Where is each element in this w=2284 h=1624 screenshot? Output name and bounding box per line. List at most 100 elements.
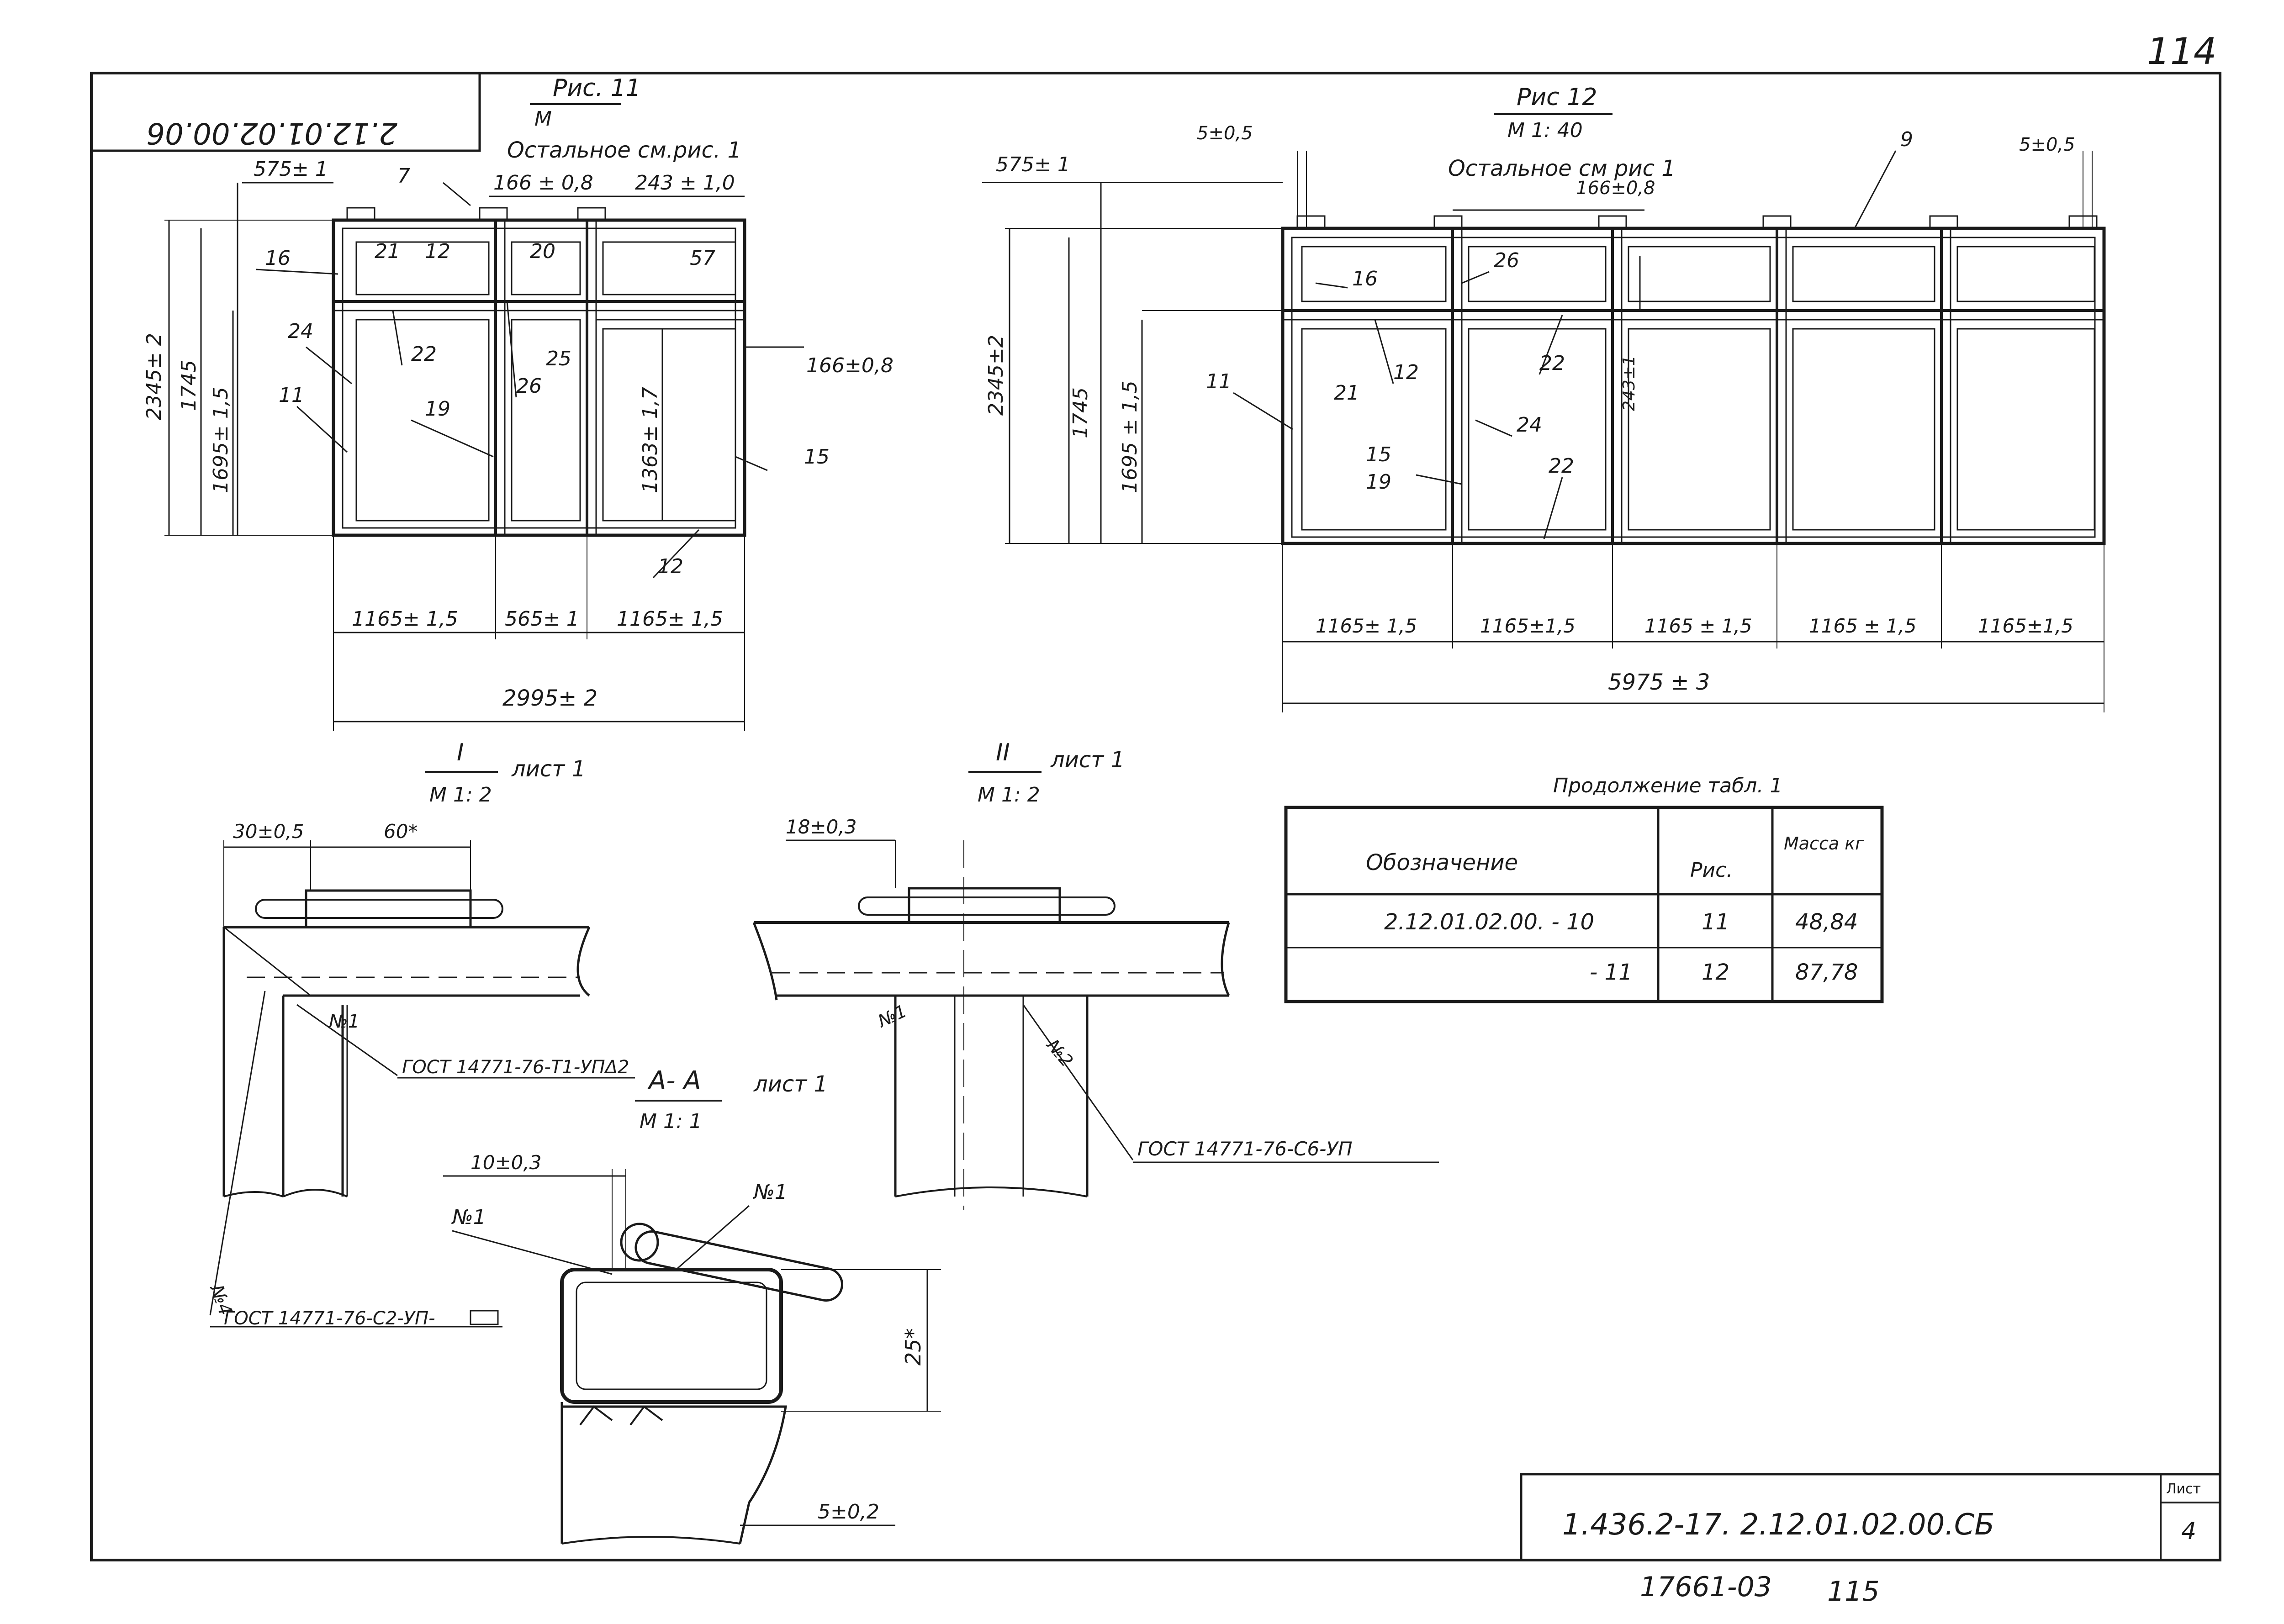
detail-I-leaders	[209, 991, 635, 1328]
detail-II-leaders	[1022, 1004, 1439, 1163]
detail-II-sheet-ref: лист 1	[1050, 747, 1125, 773]
section-AA-dim-c: 5±0,2	[818, 1500, 879, 1524]
fig11-callout: 12	[425, 240, 450, 263]
table-row-0-fig: 11	[1702, 909, 1729, 935]
section-AA-leaders	[452, 1205, 750, 1275]
list-label: Лист	[2166, 1481, 2201, 1497]
table-row-1-designation: - 11	[1590, 960, 1633, 985]
fig11-scale: М	[534, 107, 552, 131]
fig11-callouts: 7 16 21 12 20 57 24 22 25 26 19 11 15 12	[255, 164, 830, 579]
fig12-dim-tol-right: 5±0,5	[2019, 134, 2075, 155]
table-caption: Продолжение табл. 1	[1553, 774, 1782, 797]
fig11-callout: 16	[265, 247, 291, 270]
fig11-dim-w2: 565± 1	[505, 607, 579, 631]
section-AA-dim-a: 10±0,3	[471, 1151, 541, 1174]
fig11-dim-w3: 1165± 1,5	[617, 607, 723, 631]
fig11-dim-total: 2995± 2	[502, 685, 597, 711]
stamp-code-rotated: 2.12.01.02.00.06	[146, 116, 397, 150]
fig12-drawing	[982, 151, 2106, 712]
detail-II-title: II	[996, 739, 1010, 766]
section-AA-scale: М 1: 1	[640, 1110, 702, 1133]
doc-code: 1.436.2-17. 2.12.01.02.00.СБ	[1562, 1508, 1994, 1542]
fig12-callout: 21	[1334, 381, 1359, 405]
detail-I-gost-2: ГОСТ 14771-76-С2-УП-	[224, 1308, 435, 1329]
list-value: 4	[2181, 1518, 2196, 1545]
fig12-callout: 19	[1366, 470, 1391, 494]
archive-number: 17661-03	[1640, 1571, 1772, 1603]
fig11-dim-height-1745: 1745	[177, 360, 201, 411]
detail-I-dim-a: 30±0,5	[233, 820, 304, 843]
archive-page: 115	[1827, 1576, 1880, 1608]
fig11-callout: 12	[658, 555, 683, 578]
fig12-dim-height-243: 243±1	[1620, 355, 1639, 411]
table-row-1-mass: 87,78	[1795, 960, 1858, 985]
detail-I-weld-no1: №1	[328, 1011, 360, 1032]
detail-II-weld-no1: №1	[874, 1001, 909, 1032]
fig12-callout: 12	[1393, 361, 1419, 384]
fig11-callout: 19	[425, 397, 450, 421]
fig11-callout: 15	[804, 445, 830, 469]
detail-I-gost-1: ГОСТ 14771-76-Т1-УПΔ2	[402, 1057, 629, 1078]
fig12-callout: 15	[1366, 443, 1391, 466]
fig11-callout: 57	[690, 247, 715, 270]
page-number-top: 114	[2147, 30, 2217, 73]
detail-I-title: I	[457, 739, 464, 766]
fig12-title: Рис 12	[1517, 84, 1597, 111]
detail-I-sheet-ref: лист 1	[511, 756, 586, 782]
fig12-callout: 26	[1494, 249, 1519, 272]
fig12-callout: 16	[1352, 267, 1378, 290]
detail-I-dim-b: 60*	[384, 820, 418, 843]
fig12-callouts: 9 26 16 12 21 22 11 24 15 19 22	[1206, 128, 1913, 539]
fig11-callout: 20	[530, 240, 555, 263]
detail-II-dim-a: 18±0,3	[786, 816, 856, 838]
fig11-callout: 25	[546, 347, 571, 370]
fig12-dim-panel-width: 1165 ± 1,5	[1809, 615, 1917, 637]
fig11-callout: 22	[411, 343, 437, 366]
section-AA-title: А- А	[647, 1066, 701, 1096]
fig12-dim-panel-width: 1165±1,5	[1978, 615, 2073, 637]
fig11-dim-top-mid: 166 ± 0,8	[493, 171, 593, 195]
sheet-frame	[90, 72, 2221, 1561]
table-header-mass: Масса кг	[1784, 833, 1865, 854]
fig11-dim-height-1363: 1363± 1,7	[639, 387, 662, 493]
section-AA-dim-b: 25*	[901, 1328, 925, 1366]
fig12-dim-panel-width: 1165 ± 1,5	[1644, 615, 1752, 637]
fig12-scale: М 1: 40	[1507, 119, 1583, 142]
fig11-title: Рис. 11	[553, 74, 641, 102]
fig12-dim-total: 5975 ± 3	[1608, 670, 1710, 695]
fig12-dim-left-offset: 575± 1	[996, 153, 1070, 176]
detail-I-scale: М 1: 2	[429, 783, 492, 807]
fig12-callout: 24	[1517, 413, 1542, 437]
fig11-callout: 11	[279, 384, 304, 407]
fig12-dim-height-1695: 1695 ± 1,5	[1118, 380, 1142, 493]
detail-I-drawing	[222, 840, 591, 1197]
fig11-dim-top-right: 243 ± 1,0	[635, 171, 735, 195]
fig11-dim-height-1695: 1695± 1,5	[209, 387, 233, 493]
fig11-callout: 26	[516, 374, 542, 398]
fig11-callout: 21	[375, 240, 400, 263]
section-AA-sheet-ref: лист 1	[753, 1071, 828, 1097]
table-row-1-fig: 12	[1702, 960, 1729, 985]
table-row-0-mass: 48,84	[1795, 909, 1858, 935]
fig12-note: Остальное см рис 1	[1448, 156, 1676, 181]
fig12-callout: 11	[1206, 370, 1232, 393]
section-AA-weld-no1-left: №1	[451, 1206, 486, 1229]
table-header-designation: Обозначение	[1366, 850, 1518, 875]
fig11-dim-left-offset: 575± 1	[254, 158, 328, 181]
table-header-fig: Рис.	[1690, 859, 1733, 882]
mass-table	[1284, 806, 1884, 1003]
detail-II-gost: ГОСТ 14771-76-С6-УП	[1137, 1138, 1353, 1160]
fig12-dim-tol-left: 5±0,5	[1197, 123, 1253, 144]
fig12-dim-panel-width: 1165± 1,5	[1316, 615, 1417, 637]
fig11-callout: 24	[288, 320, 313, 343]
fig11-dim-height-total: 2345± 2	[143, 333, 166, 420]
detail-II-scale: М 1: 2	[978, 783, 1040, 807]
fig12-dim-top-mid: 166±0,8	[1576, 178, 1655, 199]
fig12-dim-height-1745: 1745	[1069, 387, 1092, 438]
fig11-dim-right-166: 166±0,8	[806, 354, 894, 377]
fig12-callout: 22	[1549, 454, 1574, 478]
fig11-note: Остальное см.рис. 1	[507, 137, 741, 163]
table-row-0-designation: 2.12.01.02.00. - 10	[1384, 909, 1594, 935]
section-AA-weld-no1-right: №1	[752, 1181, 788, 1204]
